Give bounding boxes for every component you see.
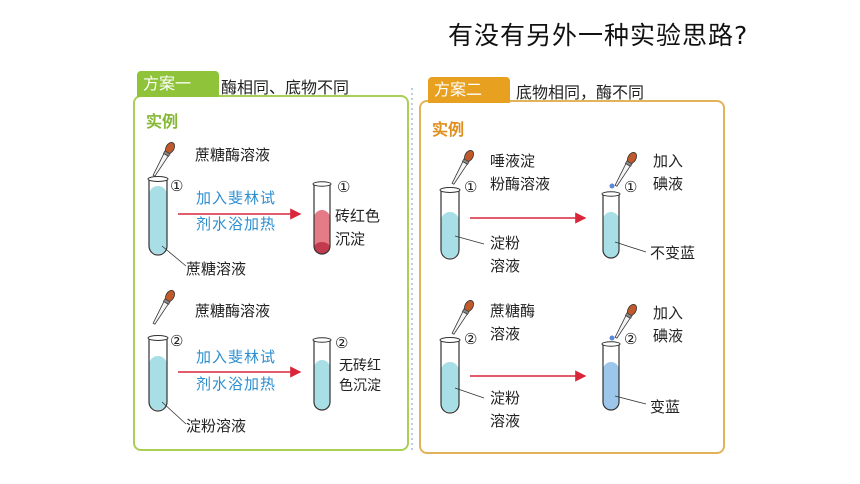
- left-row1-result-line2: 沉淀: [335, 230, 366, 248]
- right-row2-iodine-drop: [609, 335, 615, 341]
- scheme-two-example-label: 实例: [432, 120, 465, 139]
- right-row2-leader: [454, 387, 485, 399]
- left-row1-result-circle: ①: [337, 178, 351, 196]
- left-row1-test-tube: [147, 176, 169, 256]
- right-row2-result-label: 变蓝: [650, 398, 681, 416]
- right-row1-iodine-drop: [609, 183, 615, 189]
- right-row1-result-leader: [614, 241, 647, 253]
- left-row2-substrate-label: 淀粉溶液: [186, 417, 247, 435]
- left-row2-result-line1: 无砖红: [339, 358, 381, 374]
- right-row1-add-line1: 加入: [653, 152, 684, 170]
- right-row1-circle-number: ①: [464, 178, 478, 196]
- left-row2-test-tube: [147, 335, 169, 412]
- scheme-one-example-label: 实例: [146, 112, 179, 131]
- right-row2-substrate-line2: 溶液: [490, 412, 521, 430]
- left-row2-result-circle: ②: [335, 334, 349, 352]
- right-row2-enzyme-line2: 溶液: [490, 325, 521, 343]
- left-row1-enzyme-label: 蔗糖酶溶液: [195, 146, 271, 164]
- left-row1-circle-number: ①: [170, 177, 184, 195]
- scheme-one-description: 酶相同、底物不同: [221, 78, 350, 97]
- left-row2-dropper: [150, 288, 177, 327]
- right-row1-enzyme-line1: 唾液淀: [490, 152, 536, 170]
- right-row1-test-tube: [439, 187, 461, 260]
- scheme-two-panel: [419, 100, 725, 454]
- left-row1-leader: [161, 245, 187, 267]
- right-row1-add-line2: 碘液: [653, 175, 684, 193]
- right-row2-result-leader: [614, 395, 647, 405]
- left-row1-dropper: [150, 140, 177, 179]
- right-row1-result-label: 不变蓝: [650, 244, 696, 262]
- right-row1-enzyme-line2: 粉酶溶液: [490, 175, 551, 193]
- left-row2-leader: [161, 401, 187, 425]
- right-row1-substrate-line1: 淀粉: [490, 234, 521, 252]
- right-row2-add-line1: 加入: [653, 304, 684, 322]
- right-row1-substrate-line2: 溶液: [490, 257, 521, 275]
- page-title: 有没有另外一种实验思路?: [448, 21, 749, 50]
- scheme-one-panel: [133, 95, 409, 451]
- right-row1-result-circle: ①: [624, 178, 638, 196]
- left-row2-step-line2: 剂水浴加热: [196, 375, 277, 393]
- left-row1-step-line2: 剂水浴加热: [196, 215, 277, 233]
- scheme-two-description: 底物相同，酶不同: [516, 83, 645, 102]
- right-row2-test-tube: [439, 337, 461, 414]
- left-row2-result-line2: 色沉淀: [339, 378, 381, 394]
- scheme-one-tab: 方案一: [137, 71, 219, 97]
- right-row2-circle-number: ②: [464, 330, 478, 348]
- right-row2-add-line2: 碘液: [653, 327, 684, 345]
- left-row2-step-line1: 加入斐林试: [196, 348, 277, 366]
- left-row2-enzyme-label: 蔗糖酶溶液: [195, 302, 271, 320]
- right-row2-result-circle: ②: [624, 330, 638, 348]
- right-row2-result-tube: [601, 341, 621, 411]
- scheme-two-tab: 方案二: [428, 77, 510, 103]
- right-row1-leader: [454, 235, 485, 245]
- right-row2-enzyme-line1: 蔗糖酶: [490, 302, 536, 320]
- left-row1-result-line1: 砖红色: [335, 207, 381, 225]
- left-row2-circle-number: ②: [170, 332, 184, 350]
- left-row1-step-line1: 加入斐林试: [196, 189, 277, 207]
- left-row2-result-tube: [312, 337, 332, 411]
- left-row1-result-tube: [312, 181, 332, 255]
- right-row2-substrate-line1: 淀粉: [490, 389, 521, 407]
- left-row1-substrate-label: 蔗糖溶液: [186, 260, 247, 278]
- right-row1-result-tube: [601, 191, 621, 259]
